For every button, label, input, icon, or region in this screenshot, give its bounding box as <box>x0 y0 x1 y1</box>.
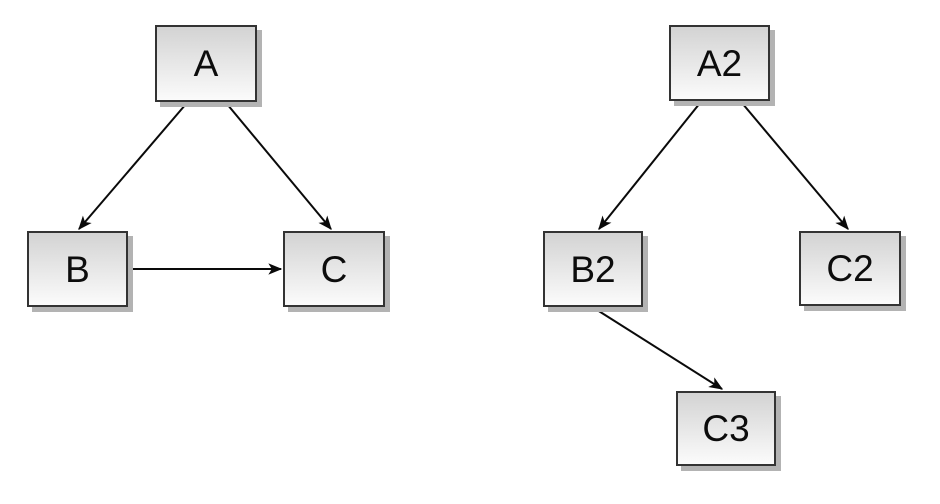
edge-A-C[interactable] <box>226 103 332 230</box>
edge-A-B[interactable] <box>78 103 187 230</box>
node-label-B2: B2 <box>570 248 616 290</box>
node-label-A: A <box>193 43 219 84</box>
node-label-C3: C3 <box>702 408 750 449</box>
node-C2[interactable]: C2 <box>799 231 901 306</box>
node-label-A2: A2 <box>696 42 743 84</box>
node-B[interactable]: B <box>27 231 128 307</box>
node-label-C: C <box>320 248 348 290</box>
node-A2[interactable]: A2 <box>669 25 770 101</box>
node-C3[interactable]: C3 <box>676 391 776 466</box>
edge-B2-C3[interactable] <box>593 307 724 390</box>
node-C[interactable]: C <box>283 231 385 307</box>
edge-A2-B2[interactable] <box>598 102 701 230</box>
edge-A2-C2[interactable] <box>741 102 849 230</box>
node-B2[interactable]: B2 <box>543 231 643 307</box>
node-A[interactable]: A <box>155 25 257 102</box>
node-label-C2: C2 <box>826 248 874 289</box>
node-label-B: B <box>65 248 90 290</box>
